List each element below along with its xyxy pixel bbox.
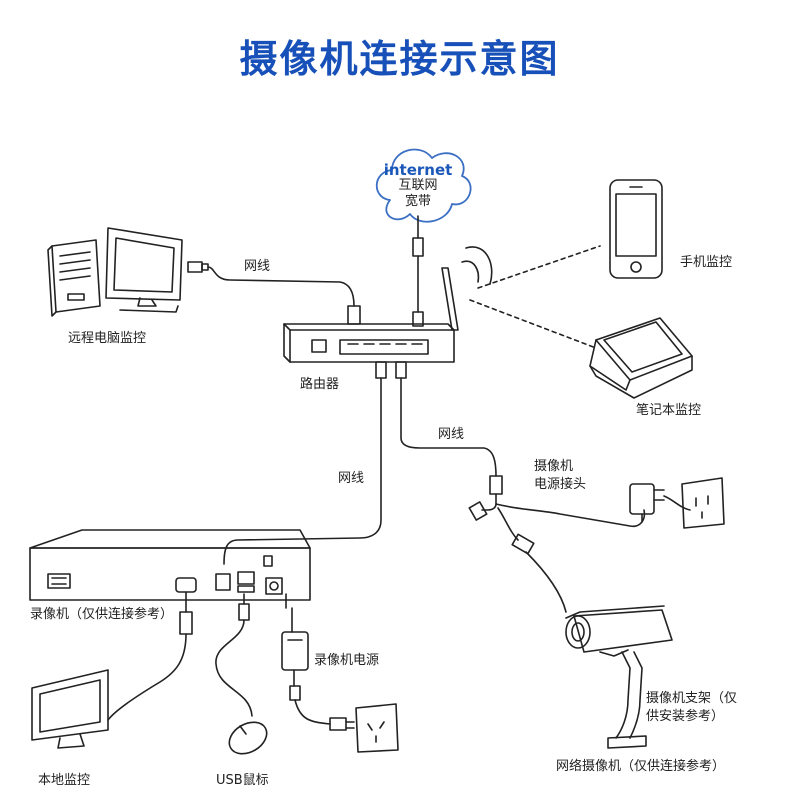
usb-mouse-icon [228, 721, 268, 755]
rj45-plug-icon [187, 261, 203, 273]
wall-socket-icon [355, 703, 399, 753]
camera-bracket-label-1: 摄像机支架（仅 [646, 691, 738, 706]
desktop-computer-icon [47, 227, 183, 317]
wall-socket-icon [681, 477, 725, 529]
recorder-power-label: 录像机电源 [314, 653, 380, 668]
router-label: 路由器 [300, 377, 340, 392]
laptop-monitor-label: 笔记本监控 [636, 403, 702, 418]
recorder-icon [29, 529, 311, 601]
rj45-plug-icon [412, 237, 424, 257]
cable-pc-router [207, 266, 355, 307]
cable-label-right: 网线 [438, 427, 465, 442]
network-camera-icon [565, 605, 673, 657]
remote-pc-label: 远程电脑监控 [68, 331, 147, 346]
camera-bracket-label-2: 供安装参考） [646, 709, 725, 724]
internet-zh-label: 互联网 [398, 178, 438, 193]
phone-monitor-label: 手机监控 [680, 255, 733, 270]
internet-label: internet [383, 161, 453, 179]
camera-bracket-icon [607, 651, 647, 749]
cable-label-top: 网线 [244, 259, 271, 274]
usb-mouse-label: USB鼠标 [216, 773, 269, 788]
camera-power-jack-label-2: 电源接头 [534, 477, 587, 492]
internet-cloud-icon [375, 148, 472, 223]
cable-router-recorder [223, 377, 382, 565]
power-adapter-icon [629, 483, 665, 523]
page-title: 摄像机连接示意图 [239, 37, 560, 81]
cable-router-camera [400, 377, 497, 477]
wireless-link-phone [477, 245, 601, 289]
power-adapter-icon [281, 631, 309, 671]
broadband-label: 宽带 [404, 194, 431, 209]
cable-label-mid: 网线 [338, 471, 365, 486]
router-icon [283, 246, 493, 363]
monitor-icon [31, 669, 109, 749]
wireless-link-laptop [469, 299, 597, 349]
internet-cloud-label: internet 互联网 宽带 [372, 162, 464, 210]
mobile-phone-icon [609, 179, 663, 279]
network-camera-label: 网络摄像机（仅供连接参考） [556, 759, 726, 774]
recorder-label: 录像机（仅供连接参考） [30, 607, 174, 622]
local-monitor-label: 本地监控 [38, 773, 91, 788]
camera-power-jack-label-1: 摄像机 [534, 459, 574, 474]
rj45-plug-icon [375, 361, 387, 379]
laptop-icon [589, 317, 693, 399]
